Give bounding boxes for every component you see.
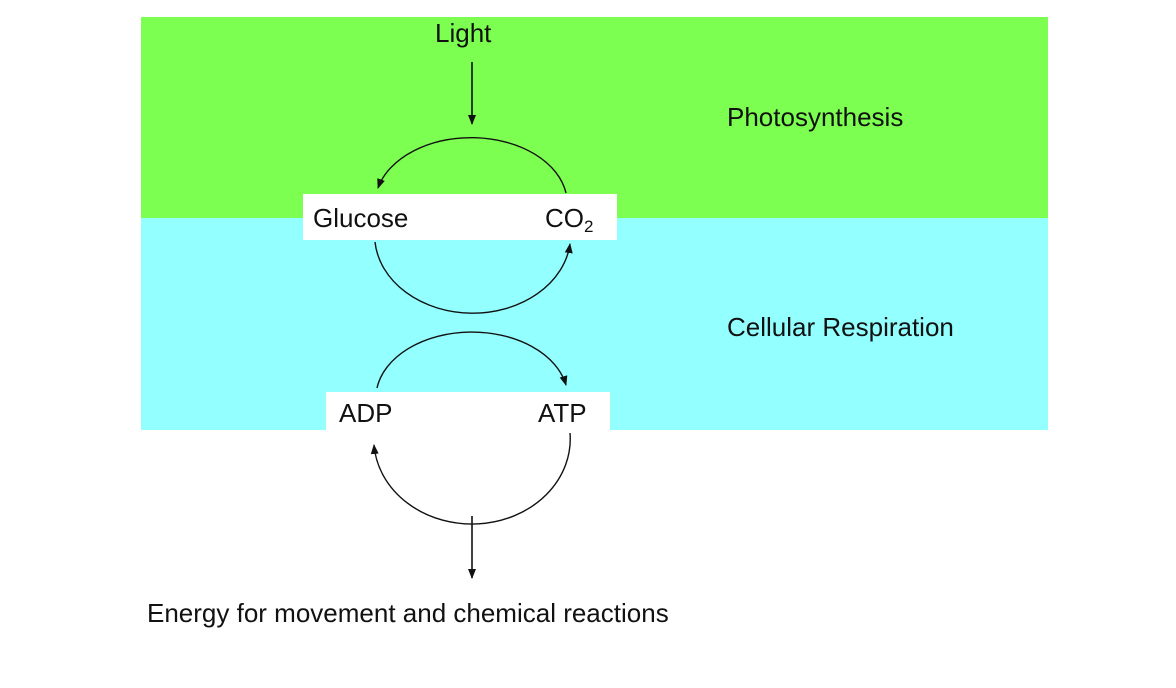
adp-to-atp-arc (376, 331, 568, 389)
co2-subscript: 2 (584, 217, 594, 236)
glucose-to-co2-arc (374, 241, 573, 314)
light-label: Light (435, 18, 492, 48)
atp-label: ATP (538, 398, 587, 428)
adp-label: ADP (339, 398, 393, 428)
energy-label: Energy for movement and chemical reactio… (147, 598, 669, 628)
glucose-co2-label-box (303, 194, 617, 240)
co2-main-text: CO (545, 203, 584, 233)
adp-atp-label-box (326, 392, 610, 432)
glucose-label: Glucose (313, 203, 409, 233)
atp-to-adp-arc (370, 432, 571, 525)
co2-label: CO2 (545, 203, 594, 236)
photosynthesis-label: Photosynthesis (727, 102, 904, 132)
photosynthesis-band (141, 17, 1048, 218)
photosynthesis-arc (377, 136, 567, 194)
cellular-respiration-label: Cellular Respiration (727, 312, 954, 342)
